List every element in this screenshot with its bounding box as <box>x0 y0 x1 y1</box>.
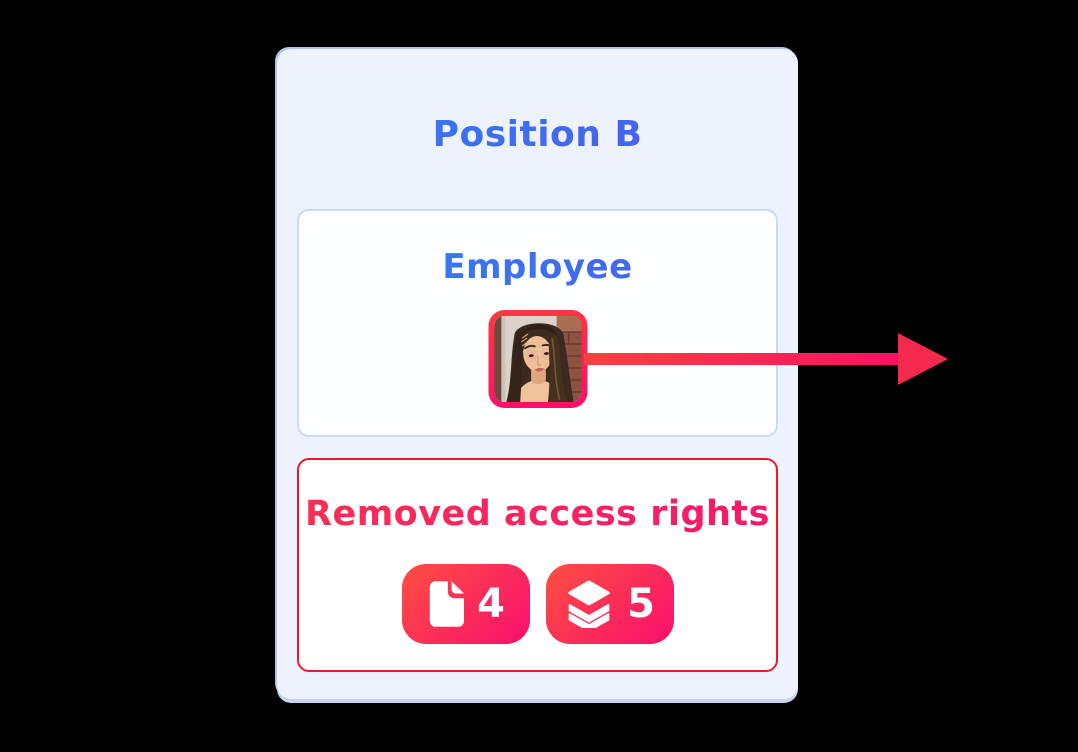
right-arrow <box>584 333 950 385</box>
files-count-badge: 4 <box>401 564 530 644</box>
employee-photo <box>494 316 581 402</box>
layers-count: 5 <box>627 581 655 627</box>
badge-row: 4 5 <box>299 564 776 644</box>
file-icon <box>426 581 465 627</box>
position-card: Position B Employee <box>277 49 798 699</box>
employee-title: Employee <box>299 247 776 287</box>
employee-avatar <box>488 310 587 408</box>
position-card-title: Position B <box>277 114 798 155</box>
portrait-illustration <box>494 316 581 402</box>
employee-card: Employee <box>297 209 778 437</box>
removed-access-rights-title: Removed access rights <box>299 494 776 534</box>
layers-icon <box>564 580 614 628</box>
layers-count-badge: 5 <box>545 564 674 644</box>
removed-access-rights-card: Removed access rights 4 <box>297 458 778 672</box>
arrow-shaft <box>584 353 902 365</box>
files-count: 4 <box>477 581 505 627</box>
arrow-head <box>898 333 948 385</box>
